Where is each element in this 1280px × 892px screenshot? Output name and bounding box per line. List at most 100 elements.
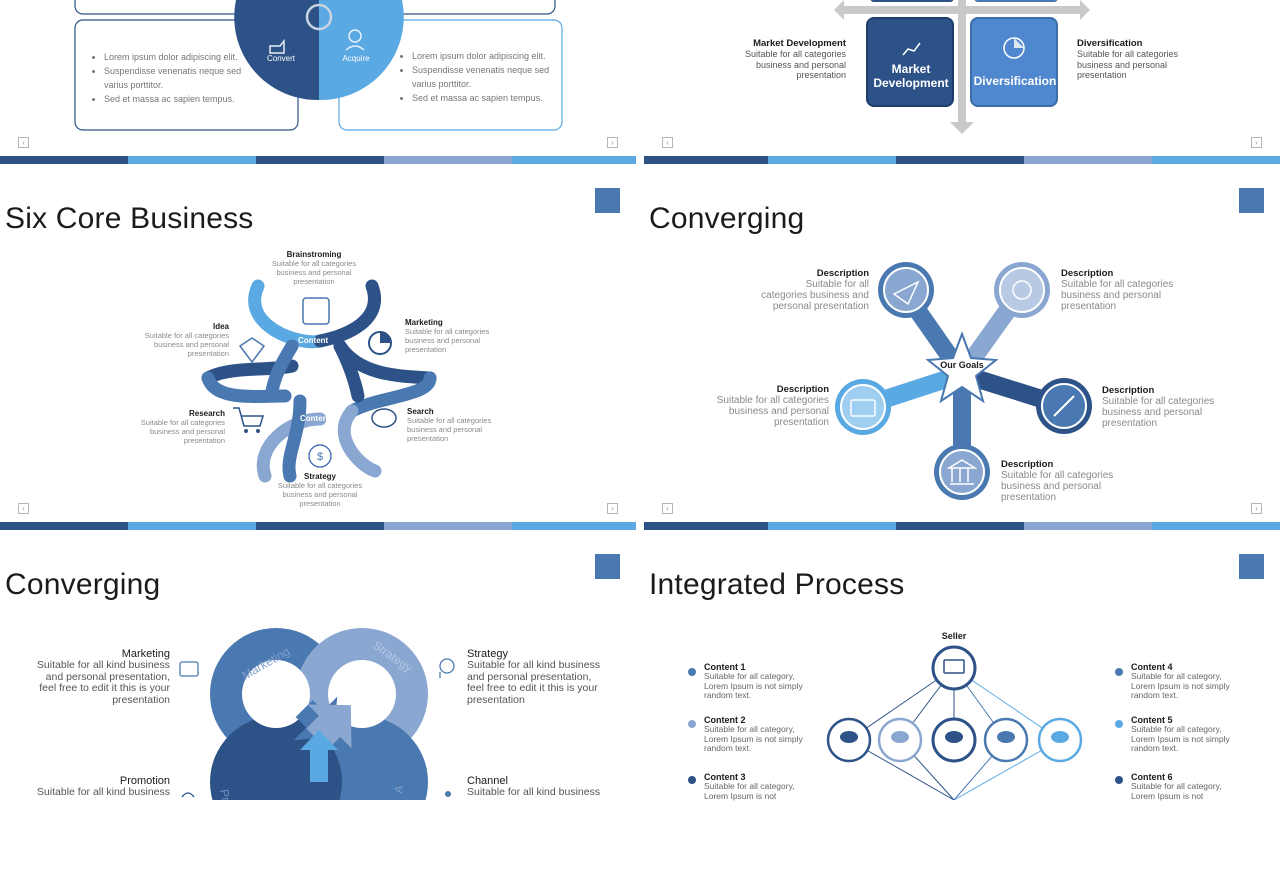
slide-integrated-process[interactable]: Integrated Process Seller — [644, 532, 1280, 892]
divider-stripe — [0, 156, 1280, 164]
list-item: varius porttitor. — [104, 80, 164, 90]
slide-title: Converging — [5, 568, 161, 601]
slide-title: Converging — [649, 202, 805, 235]
item-title: Content 6 — [1131, 772, 1173, 782]
monitor-icon — [943, 659, 965, 674]
list-item: Sed et massa ac sapien tempus. — [104, 92, 292, 106]
bank-icon — [946, 459, 978, 485]
convert-label: Convert — [266, 54, 295, 63]
piggy-bank-icon — [371, 408, 397, 428]
share-icon — [269, 38, 285, 54]
acquire-label: Acquire — [342, 54, 370, 63]
item-title: Description — [1001, 459, 1054, 470]
next-slide-button[interactable]: › — [607, 137, 618, 148]
money-bag-icon — [308, 444, 332, 468]
item-text: Suitable for all category, Lorem Ipsum i… — [704, 781, 795, 801]
prev-slide-button[interactable]: ‹ — [18, 503, 29, 514]
next-slide-button[interactable]: › — [607, 503, 618, 514]
content-item-3: Content 3 Suitable for all category, Lor… — [704, 772, 804, 801]
arc-label: A — [391, 784, 406, 794]
item-title: Strategy — [303, 472, 336, 481]
description-item: Description Suitable for all categories … — [1102, 385, 1222, 429]
item-text: Suitable for all categories business and… — [407, 416, 492, 443]
core-item-brainstorming: Brainstroming Suitable for all categorie… — [264, 250, 364, 286]
cloud-icon — [840, 731, 858, 743]
six-core-diagram: $ — [201, 279, 437, 483]
gear-icon — [1012, 280, 1032, 300]
content-label: Content — [300, 414, 331, 423]
cloud-icon — [945, 731, 963, 743]
content-item-6: Content 6 Suitable for all category, Lor… — [1131, 772, 1231, 801]
description-item: Description Suitable for all categories … — [1061, 268, 1181, 312]
slide-top-left[interactable]: Convert Acquire Lorem ipsum dolor adipis… — [0, 0, 636, 160]
accent-square — [595, 188, 620, 213]
item-text: Suitable for all categories business and… — [405, 327, 490, 354]
description-text: Suitable for all categories business and… — [744, 49, 846, 80]
item-title: Content 3 — [704, 772, 746, 782]
item-title: Description — [816, 268, 869, 279]
content-label: Content — [298, 336, 329, 345]
item-title: Description — [1102, 385, 1155, 396]
item-title: Channel — [467, 775, 508, 787]
head-icon — [439, 658, 455, 674]
item-title: Content 5 — [1131, 715, 1173, 725]
slide-converging-arrows[interactable]: Converging Marketing Strategy Pro A Mark… — [0, 532, 636, 892]
item-title: Brainstroming — [286, 250, 342, 259]
list-item: Sed et massa ac sapien tempus. — [412, 91, 600, 105]
item-title: Description — [776, 384, 829, 395]
item-text: Suitable for all categories business and… — [144, 331, 229, 358]
item-text: Suitable for all category, Lorem Ipsum i… — [1131, 781, 1222, 801]
item-title: Strategy — [467, 648, 508, 660]
item-text: Suitable for all kind business — [467, 786, 601, 798]
item-text: Suitable for all category, Lorem Ipsum i… — [704, 671, 803, 700]
core-item-strategy: Strategy Suitable for all categories bus… — [270, 472, 370, 508]
cart-icon — [233, 407, 265, 427]
item-text: Suitable for all categories business and… — [761, 279, 869, 312]
item-text: Suitable for all categories business and… — [716, 395, 829, 428]
prev-slide-button[interactable]: ‹ — [18, 137, 29, 148]
item-text: Suitable for all kind business — [36, 786, 170, 798]
divider-stripe — [0, 522, 1280, 530]
item-text: Suitable for all kind business and perso… — [467, 659, 601, 706]
core-item-idea: Idea Suitable for all categories busines… — [134, 322, 229, 358]
description-item: Description Suitable for all categories … — [716, 384, 829, 428]
ansoff-matrix-diagram — [834, 0, 1090, 134]
content-item-1: Content 1 Suitable for all category, Lor… — [704, 662, 804, 701]
arrow-item-channel: Channel Suitable for all kind business — [467, 775, 607, 799]
cloud-icon — [891, 731, 909, 743]
converging-arrows-diagram: Marketing Strategy Pro A — [179, 628, 455, 800]
trend-icon — [902, 42, 921, 56]
svg-text:$: $ — [317, 451, 323, 463]
description-title: Diversification — [1077, 38, 1143, 49]
item-text: Suitable for all categories business and… — [1061, 279, 1174, 312]
list-item: varius porttitor. — [412, 79, 472, 89]
next-slide-button[interactable]: › — [1251, 137, 1262, 148]
item-text: Suitable for all category, Lorem Ipsum i… — [704, 724, 803, 753]
core-item-research: Research Suitable for all categories bus… — [130, 409, 225, 445]
converging-star-diagram — [835, 262, 1092, 500]
slide-top-right[interactable]: Market Development Diversification Marke… — [644, 0, 1280, 160]
list-item: Suspendisse venenatis neque sed — [412, 63, 600, 77]
item-text: Suitable for all categories business and… — [271, 259, 357, 286]
next-slide-button[interactable]: › — [1251, 503, 1262, 514]
our-goals-label: Our Goals — [940, 360, 984, 370]
item-title: Marketing — [121, 648, 170, 660]
arrow-item-marketing: Marketing Suitable for all kind business… — [30, 648, 170, 706]
core-item-marketing: Marketing Suitable for all categories bu… — [405, 318, 500, 354]
prev-slide-button[interactable]: ‹ — [662, 503, 673, 514]
cube-icon — [302, 297, 330, 325]
arrow-item-promotion: Promotion Suitable for all kind business — [30, 775, 170, 799]
core-item-search: Search Suitable for all categories busin… — [407, 407, 502, 443]
accent-square — [1239, 188, 1264, 213]
briefcase-icon — [850, 399, 876, 417]
accent-square — [595, 554, 620, 579]
item-text: Suitable for all category, Lorem Ipsum i… — [1131, 724, 1230, 753]
item-text: Suitable for all category, Lorem Ipsum i… — [1131, 671, 1230, 700]
slide-converging-star[interactable]: Converging Our Goals Description Suitabl… — [644, 166, 1280, 526]
slide-six-core-business[interactable]: Six Core Business $ Content Content Brai… — [0, 166, 636, 526]
prev-slide-button[interactable]: ‹ — [662, 137, 673, 148]
item-title: Content 1 — [704, 662, 746, 672]
seller-label: Seller — [941, 631, 967, 641]
cloud-icon — [1051, 731, 1069, 743]
description-item: Description Suitable for all categories … — [1001, 459, 1121, 503]
